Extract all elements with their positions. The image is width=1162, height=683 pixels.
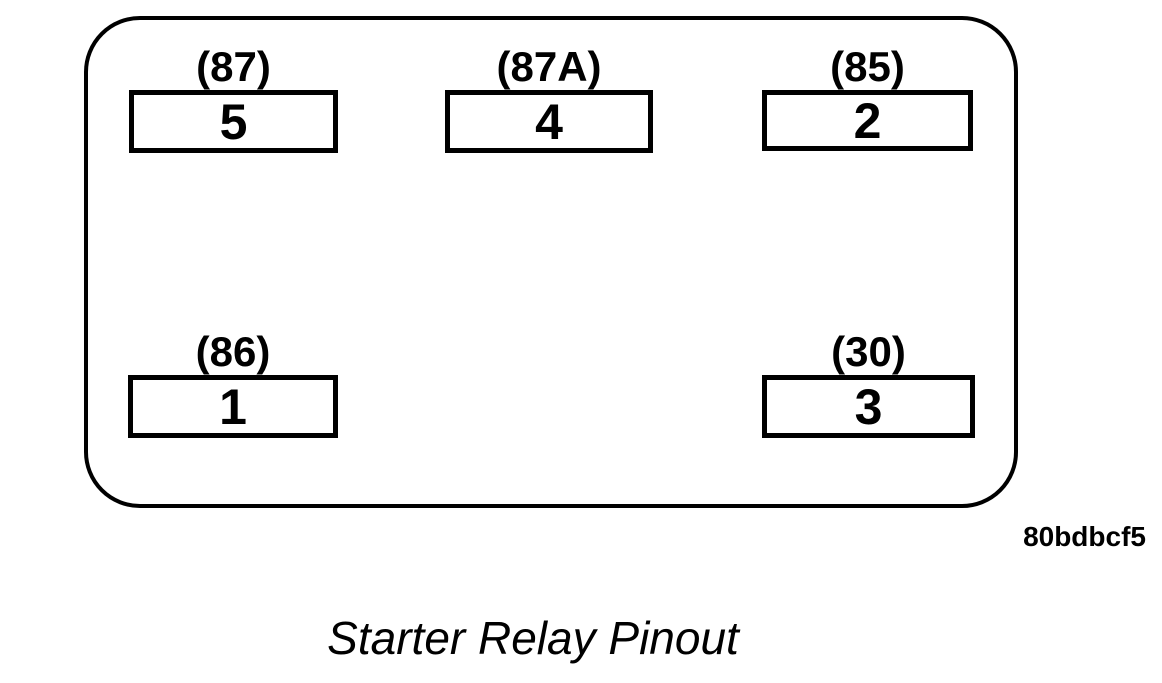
pin-number-2: 2 — [853, 92, 882, 149]
pin-85: (85) 2 — [762, 44, 973, 151]
terminal-label-87a: (87A) — [496, 42, 602, 90]
pin-cavity-box-3: 3 — [762, 375, 975, 438]
pin-cavity-box-2: 2 — [762, 90, 973, 151]
terminal-label-87: (87) — [196, 42, 271, 90]
pin-87a: (87A) 4 — [445, 44, 653, 153]
diagram-caption: Starter Relay Pinout — [327, 612, 739, 664]
pin-cavity-box-4: 4 — [445, 90, 653, 153]
terminal-label-86: (86) — [195, 327, 271, 375]
pin-cavity-box-1: 1 — [128, 375, 338, 438]
pin-30: (30) 3 — [762, 329, 975, 438]
pin-number-5: 5 — [219, 93, 248, 150]
pin-86: (86) 1 — [128, 329, 338, 438]
pin-number-4: 4 — [535, 93, 563, 150]
terminal-label-30: (30) — [831, 327, 906, 375]
terminal-label-85: (85) — [830, 42, 905, 90]
pin-87: (87) 5 — [129, 44, 338, 153]
pin-cavity-box-5: 5 — [129, 90, 338, 153]
pin-number-1: 1 — [219, 378, 247, 435]
figure-code: 80bdbcf5 — [1023, 521, 1146, 552]
pin-number-3: 3 — [854, 378, 883, 435]
